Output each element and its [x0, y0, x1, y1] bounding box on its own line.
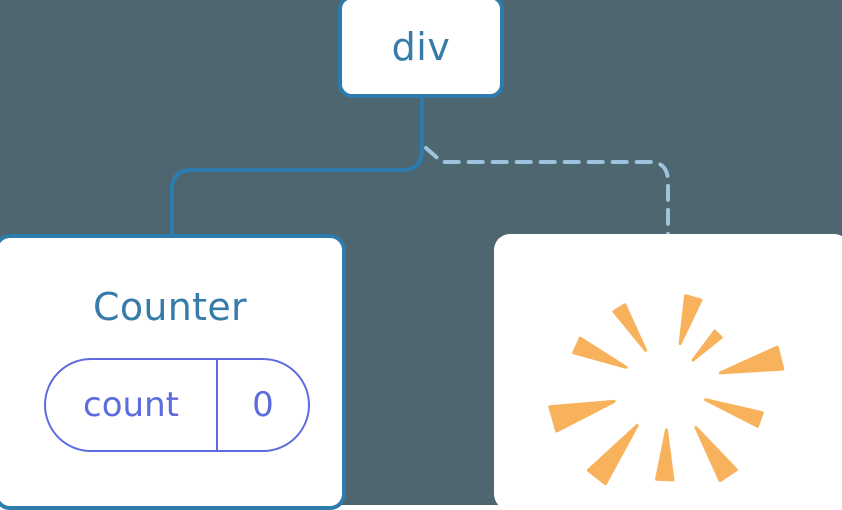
burst-ray-group [548, 294, 785, 486]
burst-ray-5 [694, 426, 738, 483]
node-counter-label: Counter [93, 285, 247, 329]
node-counter[interactable]: Counter count 0 [0, 234, 346, 510]
burst-ray-7 [586, 423, 639, 486]
burst-icon [548, 294, 785, 486]
burst-ray-10 [612, 303, 648, 352]
node-burst[interactable] [494, 234, 842, 510]
edge-root-to-counter [170, 96, 424, 238]
burst-ray-6 [655, 428, 675, 482]
burst-ray-8 [548, 399, 616, 433]
state-pill-divider [216, 360, 218, 450]
burst-ray-2 [691, 329, 723, 362]
burst-ray-3 [718, 345, 785, 375]
state-pill-value: 0 [252, 385, 274, 425]
state-pill[interactable]: count 0 [44, 358, 310, 452]
node-div[interactable]: div [338, 0, 504, 98]
burst-ray-4 [704, 398, 764, 428]
burst-ray-1 [678, 294, 703, 346]
burst-ray-9 [572, 336, 628, 369]
node-div-label: div [391, 24, 451, 69]
state-pill-key: count [83, 385, 179, 425]
edge-root-to-burst [424, 146, 670, 238]
